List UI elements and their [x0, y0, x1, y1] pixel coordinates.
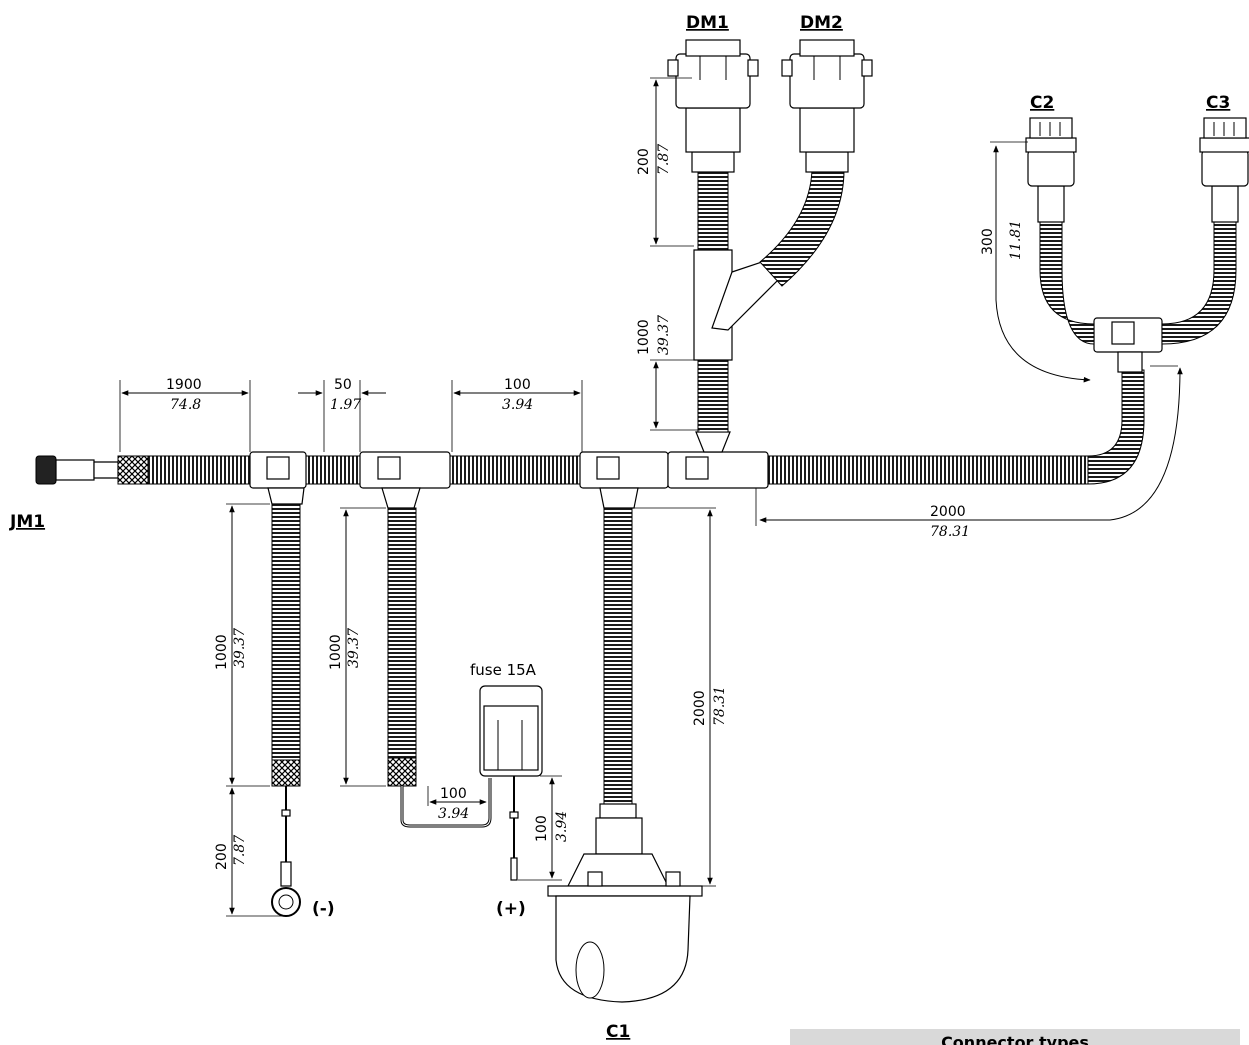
label-dm2: DM2	[800, 13, 843, 33]
jm1-connector	[35, 455, 149, 485]
dim-1000-a-mm: 1000	[214, 634, 230, 670]
dim-100-top-mm: 100	[504, 377, 531, 393]
label-c2: C2	[1030, 93, 1054, 113]
dim-100-fuse-h-mm: 100	[440, 786, 467, 802]
dim-200-dm-in: 7.87	[656, 144, 672, 175]
dim-200-dm-mm: 200	[636, 148, 652, 175]
dim-1000-a-in: 39.37	[232, 628, 248, 668]
dim-300-c-in: 11.81	[1008, 220, 1024, 260]
dim-2000-right-in: 78.31	[930, 524, 970, 540]
dim-1000-b-mm: 1000	[328, 634, 344, 670]
dim-200-ring-in: 7.87	[232, 835, 248, 866]
dim-1900-mm: 1900	[166, 377, 202, 393]
label-c1: C1	[606, 1022, 630, 1042]
dim-100-fuse-h-in: 3.94	[438, 806, 469, 822]
dim-1000-b-in: 39.37	[346, 628, 362, 668]
dim-1000-dm-mm: 1000	[636, 319, 652, 355]
connector-types-title: Connector types	[941, 1033, 1089, 1045]
dm-branch	[667, 39, 873, 453]
label-plus: (+)	[496, 899, 526, 919]
dim-200-ring-mm: 200	[214, 843, 230, 870]
dim-50-mm: 50	[334, 377, 352, 393]
label-minus: (-)	[312, 899, 335, 919]
dimension-lines	[119, 77, 1183, 917]
dim-2000-c1-in: 78.31	[712, 686, 728, 726]
dim-100-top-in: 3.94	[502, 397, 533, 413]
label-fuse: fuse 15A	[470, 661, 537, 679]
connector-types-table-header: Connector types	[790, 1029, 1240, 1045]
fuse-branch	[381, 487, 543, 881]
dim-50-in: 1.97	[330, 397, 361, 413]
dim-2000-right-mm: 2000	[930, 504, 966, 520]
dim-100-fuse-v-in: 3.94	[554, 811, 570, 842]
label-dm1: DM1	[686, 13, 729, 33]
c1-branch	[547, 487, 703, 1003]
junction-blocks	[249, 317, 1163, 489]
dimension-texts: 1900 74.8 50 1.97 100 3.94 2000 78.31 10…	[166, 144, 1024, 870]
label-jm1: JM1	[9, 512, 45, 532]
ground-branch	[267, 487, 305, 917]
dim-1000-dm-in: 39.37	[656, 315, 672, 355]
dim-300-c-mm: 300	[980, 228, 996, 255]
dim-2000-c1-mm: 2000	[692, 690, 708, 726]
label-c3: C3	[1206, 93, 1230, 113]
connector-labels: JM1 DM1 DM2 C2 C3 C1 (-) (+) fuse 15A	[9, 13, 1230, 1042]
dim-100-fuse-v-mm: 100	[534, 815, 550, 842]
dim-1900-in: 74.8	[170, 397, 201, 413]
